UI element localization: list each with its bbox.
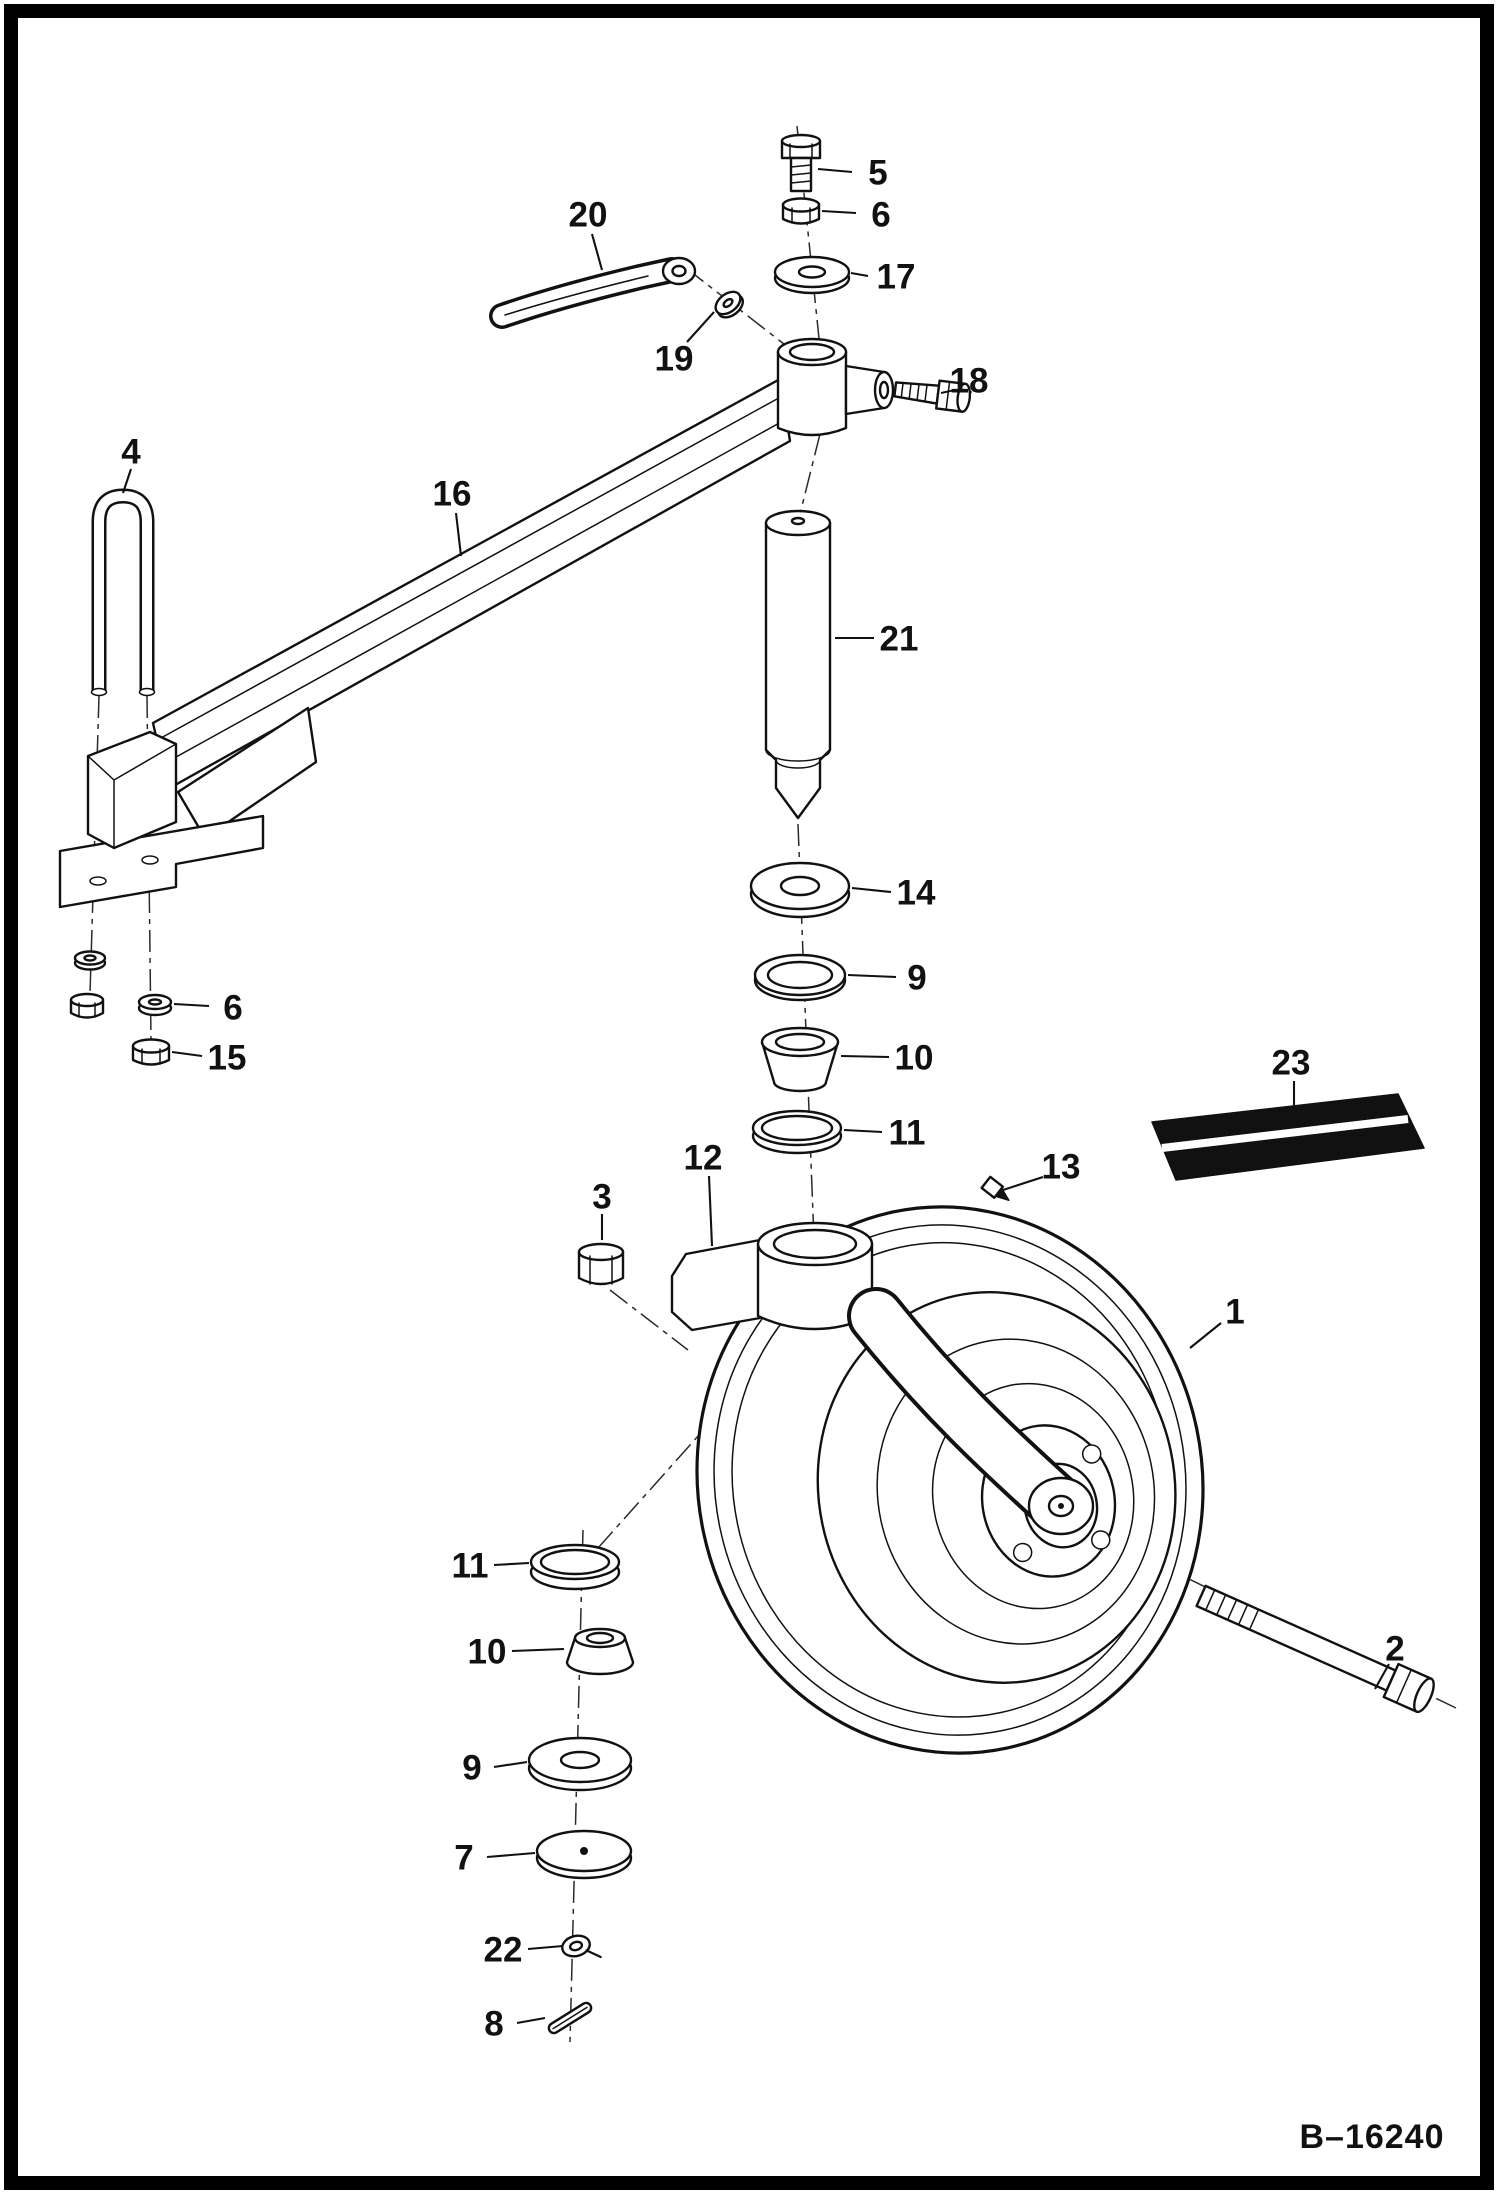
part-ring-11-upper xyxy=(751,1109,843,1155)
callout-leader-7 xyxy=(486,1851,536,1859)
callout-leader-5 xyxy=(817,167,853,174)
part-boom-end-box xyxy=(86,730,178,850)
part-mount-bracket xyxy=(58,814,265,909)
part-axle-bolt-2 xyxy=(1195,1584,1435,1714)
callout-leader-8 xyxy=(516,2016,546,2025)
part-pivot-pin-21 xyxy=(764,509,832,820)
part-seal-9-upper xyxy=(753,953,847,1002)
part-bolt-5 xyxy=(780,133,822,193)
callout-label-13: 13 xyxy=(1042,1148,1081,1187)
callout-label-4: 4 xyxy=(121,433,141,472)
callout-label-12: 12 xyxy=(684,1139,723,1178)
part-washer-17 xyxy=(773,255,851,295)
callout-label-3: 3 xyxy=(592,1178,611,1217)
callout-leader-11 xyxy=(843,1128,883,1134)
callout-label-23: 23 xyxy=(1272,1044,1311,1083)
part-nut-15 xyxy=(131,1038,171,1066)
callout-leader-9 xyxy=(847,973,897,979)
callout-leader-10 xyxy=(511,1647,565,1653)
callout-leader-19 xyxy=(686,311,715,343)
part-bushing-10-upper xyxy=(760,1026,840,1093)
part-washer-14 xyxy=(749,861,851,919)
callout-label-10: 10 xyxy=(895,1039,934,1078)
drawing-number: B–16240 xyxy=(1299,2118,1444,2156)
callout-leader-2 xyxy=(1374,1663,1390,1690)
callout-label-18: 18 xyxy=(950,362,989,401)
callout-label-2: 2 xyxy=(1385,1630,1404,1669)
part-bolt-18 xyxy=(893,379,972,413)
callout-label-15: 15 xyxy=(208,1039,247,1078)
callout-label-21: 21 xyxy=(880,620,919,659)
part-swivel-head xyxy=(776,337,895,437)
part-washer-nut-left xyxy=(69,950,107,1019)
callout-leader-17 xyxy=(850,271,869,278)
callout-leader-4 xyxy=(122,468,132,494)
part-pin-8 xyxy=(547,2001,593,2035)
part-boom-16 xyxy=(149,377,792,791)
callout-leader-22 xyxy=(527,1944,564,1951)
callout-label-6: 6 xyxy=(223,989,242,1028)
callout-leader-12 xyxy=(707,1175,714,1247)
callout-leader-6 xyxy=(173,1002,210,1008)
callout-label-11: 11 xyxy=(889,1114,926,1153)
part-washer-9-lower xyxy=(527,1736,633,1792)
callout-label-9: 9 xyxy=(462,1749,481,1788)
callout-label-8: 8 xyxy=(484,2005,503,2044)
callout-label-22: 22 xyxy=(484,1931,523,1970)
callout-label-6: 6 xyxy=(871,196,890,235)
callout-leader-15 xyxy=(171,1050,203,1058)
part-decal-23 xyxy=(1151,1093,1425,1181)
callout-leader-9 xyxy=(493,1760,528,1769)
callout-label-7: 7 xyxy=(454,1839,473,1878)
callout-leader-16 xyxy=(454,512,463,557)
part-ring-11-lower xyxy=(529,1543,621,1591)
page-border xyxy=(4,4,1494,2190)
part-ubolt-4 xyxy=(90,488,156,697)
callout-label-20: 20 xyxy=(569,196,608,235)
callout-leader-1 xyxy=(1189,1322,1222,1349)
callout-label-17: 17 xyxy=(877,258,916,297)
callout-label-5: 5 xyxy=(868,154,887,193)
part-bushing-10-lower xyxy=(565,1627,635,1676)
callout-leader-20 xyxy=(590,233,604,271)
callout-leader-6 xyxy=(821,209,857,215)
callout-label-11: 11 xyxy=(452,1547,489,1586)
callout-label-16: 16 xyxy=(433,475,472,514)
part-cap-7 xyxy=(535,1829,633,1880)
callout-label-19: 19 xyxy=(655,340,694,379)
part-washer-19 xyxy=(714,290,745,319)
part-gusset-plate xyxy=(176,706,318,840)
part-lever-20 xyxy=(489,256,697,329)
callout-label-14: 14 xyxy=(897,874,936,913)
callout-label-10: 10 xyxy=(468,1633,507,1672)
callout-label-9: 9 xyxy=(907,959,926,998)
part-nut-6-upper xyxy=(781,197,821,225)
callout-leader-10 xyxy=(840,1054,890,1059)
callout-leader-14 xyxy=(851,886,892,894)
callout-leader-11 xyxy=(493,1561,530,1567)
part-clip-22 xyxy=(561,1934,602,1959)
callout-leader-13 xyxy=(1002,1176,1044,1191)
part-nut-3 xyxy=(577,1242,625,1286)
part-washer-6-lower xyxy=(137,993,173,1017)
part-screw-13 xyxy=(980,1175,1010,1201)
callout-leader-18 xyxy=(940,388,956,395)
part-fork-12 xyxy=(670,1221,1095,1536)
callout-label-1: 1 xyxy=(1225,1293,1244,1332)
